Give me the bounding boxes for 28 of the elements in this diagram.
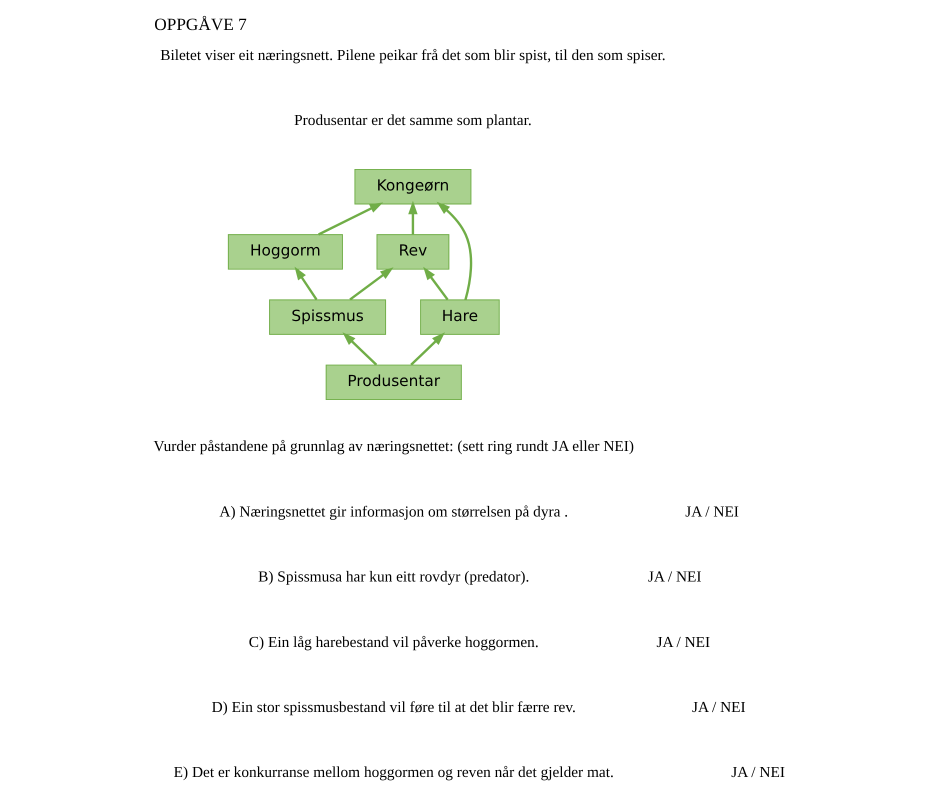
label: E) Det er konkurranse mellom hoggormen og reven når det gjelder mat. [174, 764, 614, 782]
node-box: Rev [376, 234, 450, 270]
arrow [436, 202, 472, 300]
arrow [408, 200, 418, 234]
node-box: Kongeørn [354, 168, 472, 204]
label: D) Ein stor spissmusbestand vil føre til at det blir færre rev. [212, 698, 576, 716]
node-box: Hoggorm [228, 234, 343, 270]
label: JA / NEI [731, 764, 785, 782]
arrow [294, 266, 318, 300]
label: B) Spissmusa har kun eitt rovdyr (predator). [258, 568, 530, 586]
diagram-title: OPPGÅVE 7 [154, 14, 247, 34]
label: JA / NEI [692, 698, 746, 716]
label: Produsentar er det samme som plantar. [294, 112, 532, 130]
label: JA / NEI [685, 503, 739, 520]
node-box: Spissmus [269, 299, 386, 335]
arrow [342, 332, 378, 366]
node-box: Produsentar [326, 364, 462, 400]
label: JA / NEI [656, 634, 710, 651]
arrow [423, 266, 449, 300]
label: C) Ein låg harebestand vil påverke hoggormen. [248, 634, 539, 651]
label: JA / NEI [648, 568, 702, 586]
label: Vurder påstandene på grunnlag av næringsnettet: (sett ring rundt JA eller NEI) [154, 438, 634, 456]
arrow [349, 267, 394, 300]
arrow [318, 202, 384, 236]
arrow [410, 332, 446, 366]
label: Biletet viser eit næringsnett. Pilene peikar frå det som blir spist, til den som spiser. [160, 46, 666, 64]
node-box: Hare [420, 299, 500, 335]
label: A) Næringsnettet gir informasjon om størrelsen på dyra . [219, 503, 568, 520]
